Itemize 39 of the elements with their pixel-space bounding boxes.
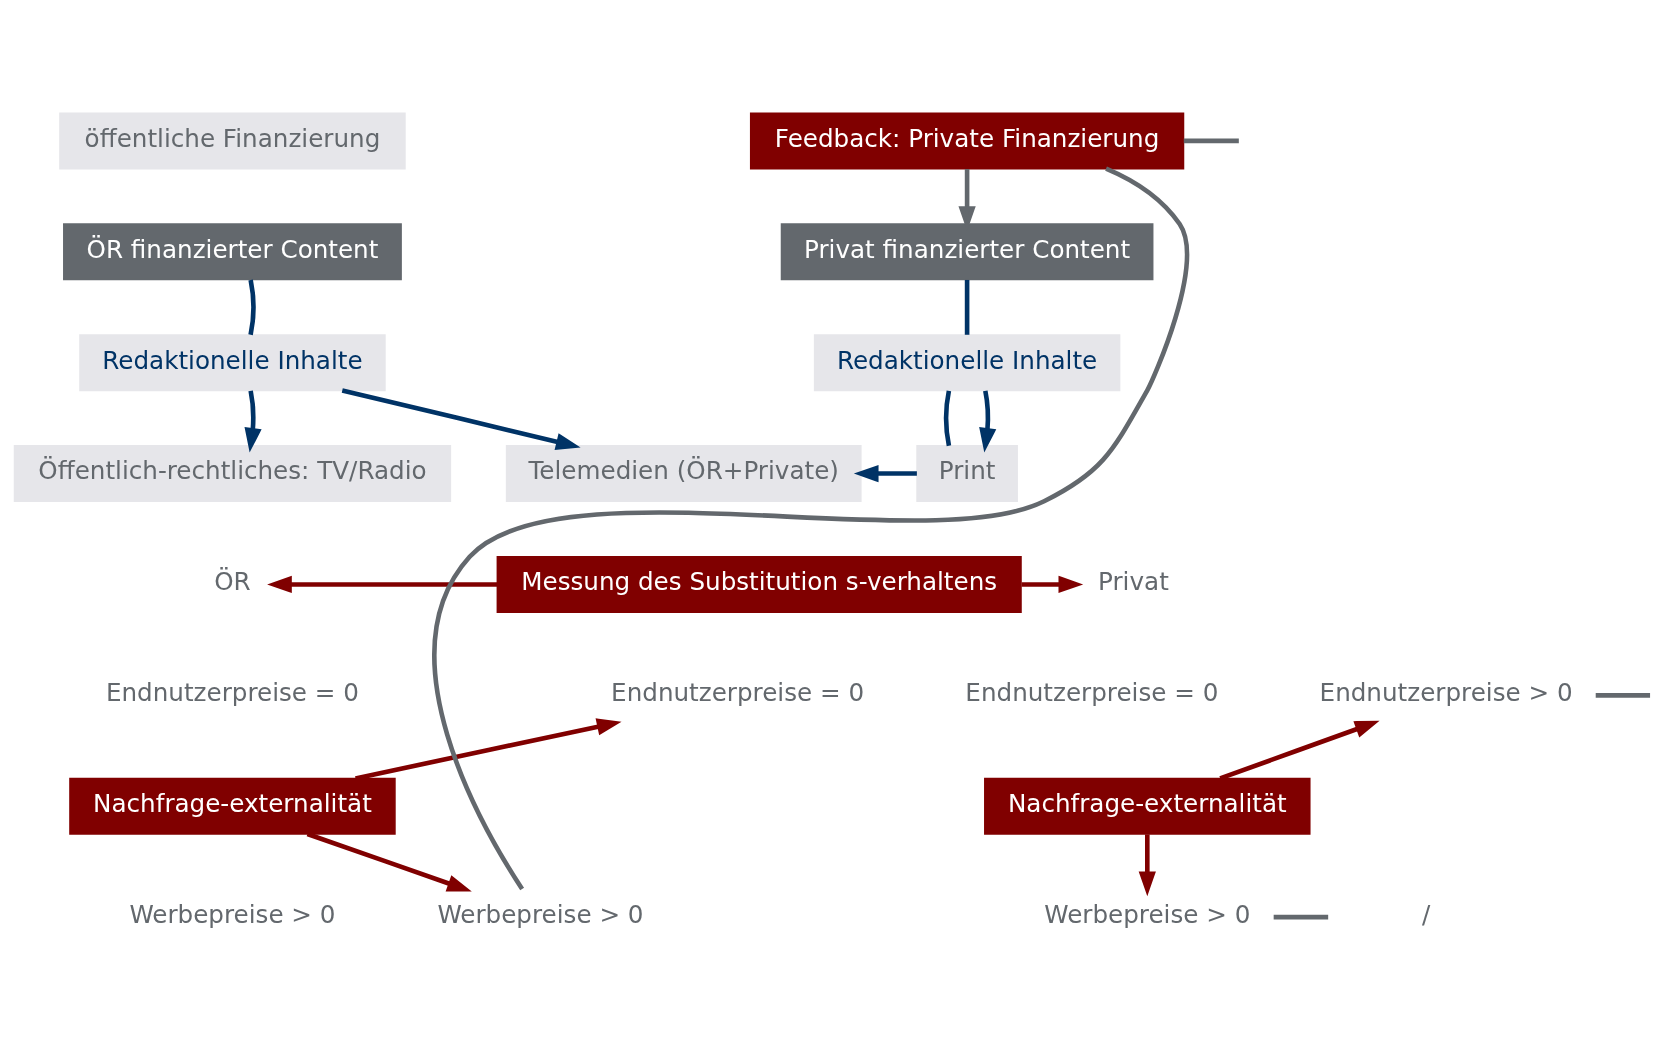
arrow (306, 831, 472, 892)
node-text: Werbepreise > 0 (129, 899, 336, 929)
connector (1273, 914, 1329, 920)
connector (248, 279, 256, 336)
node-box: öffentliche Finanzierung (59, 112, 406, 170)
node-box: Telemedien (ÖR+Private) (505, 445, 862, 503)
arrow (267, 575, 498, 594)
arrow (1021, 575, 1084, 594)
node-box: Nachfrage-externalität (984, 777, 1311, 835)
node-box: ÖR finanzierter Content (63, 223, 402, 281)
node-text: Endnutzerpreise = 0 (965, 678, 1219, 708)
connector (1183, 138, 1239, 144)
label: / (1421, 899, 1431, 929)
arrow (244, 390, 262, 453)
node-box: Feedback: Private Finanzierung (749, 112, 1185, 170)
arrow (341, 388, 581, 451)
arrow (853, 464, 917, 483)
connector (964, 279, 970, 335)
arrow (979, 390, 997, 453)
node-text: Werbepreise > 0 (1044, 899, 1251, 929)
connector (944, 390, 952, 447)
node-box: Redaktionelle Inhalte (813, 334, 1121, 392)
arrow (1219, 720, 1380, 781)
connector (432, 166, 1189, 891)
node-box: Redaktionelle Inhalte (79, 334, 386, 392)
node-box: Privat finanzierter Content (780, 223, 1154, 281)
node-text: Endnutzerpreise = 0 (611, 678, 865, 708)
node-text: Endnutzerpreise > 0 (1319, 678, 1573, 708)
node-box: Nachfrage-externalität (69, 777, 396, 835)
connector (1595, 693, 1651, 698)
node-text: Privat (1098, 567, 1169, 597)
node-text: Endnutzerpreise = 0 (105, 678, 359, 708)
node-box: Messung des Substitution s-verhaltens (496, 555, 1022, 613)
node-text: Werbepreise > 0 (437, 899, 644, 929)
node-box: Öffentlich-rechtliches: TV/Radio (13, 445, 452, 503)
node-text: ÖR (214, 567, 251, 597)
node-box: Print (916, 445, 1018, 503)
arrow (1138, 834, 1156, 897)
arrow (355, 718, 622, 781)
